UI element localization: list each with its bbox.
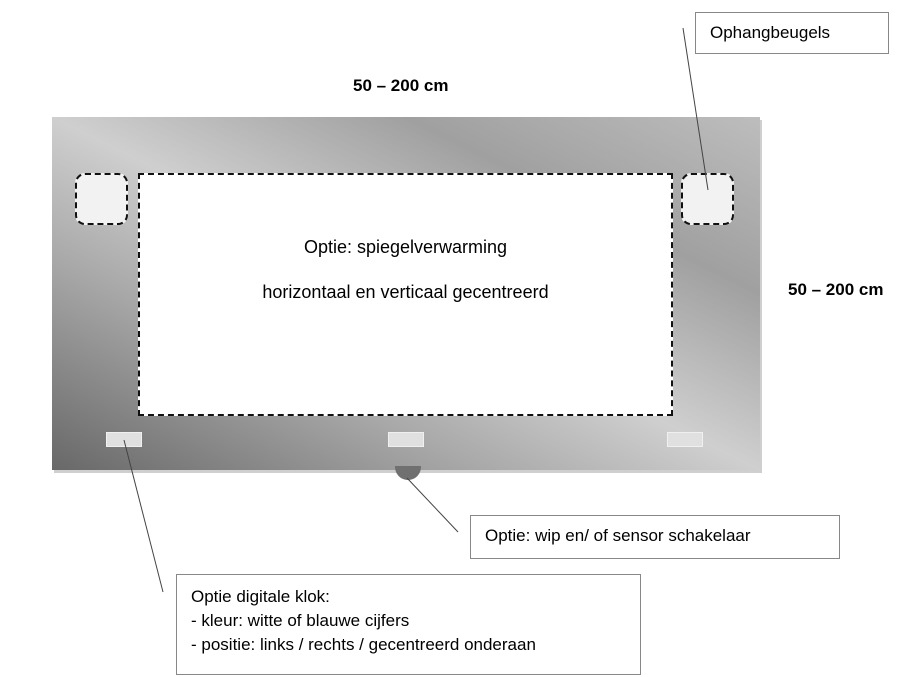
clock-callout-color: - kleur: witte of blauwe cijfers (191, 611, 410, 630)
bracket-right (681, 173, 734, 225)
brackets-callout: Ophangbeugels (695, 12, 889, 54)
heating-position-label: horizontaal en verticaal gecentreerd (262, 282, 549, 302)
clock-callout: Optie digitale klok: - kleur: witte of b… (176, 574, 641, 675)
switch-callout-text: Optie: wip en/ of sensor schakelaar (485, 526, 751, 545)
clock-position-right (667, 432, 703, 447)
clock-callout-position: - positie: links / rechts / gecentreerd … (191, 635, 536, 654)
clock-callout-title: Optie digitale klok: (191, 587, 330, 606)
switch-leader-line (406, 477, 459, 533)
clock-leader-line (123, 439, 164, 593)
switch-icon (395, 466, 421, 480)
heating-zone: Optie: spiegelverwarming horizontaal en … (138, 173, 673, 416)
heating-label: Optie: spiegelverwarming (303, 237, 508, 257)
bracket-left (75, 173, 128, 225)
clock-position-center (388, 432, 424, 447)
width-dimension-label: 50 – 200 cm (353, 76, 449, 95)
clock-position-left (106, 432, 142, 447)
switch-callout: Optie: wip en/ of sensor schakelaar (470, 515, 840, 559)
brackets-callout-text: Ophangbeugels (710, 23, 831, 42)
bracket-leader-line (682, 27, 709, 191)
height-dimension-label: 50 – 200 cm (788, 280, 884, 299)
